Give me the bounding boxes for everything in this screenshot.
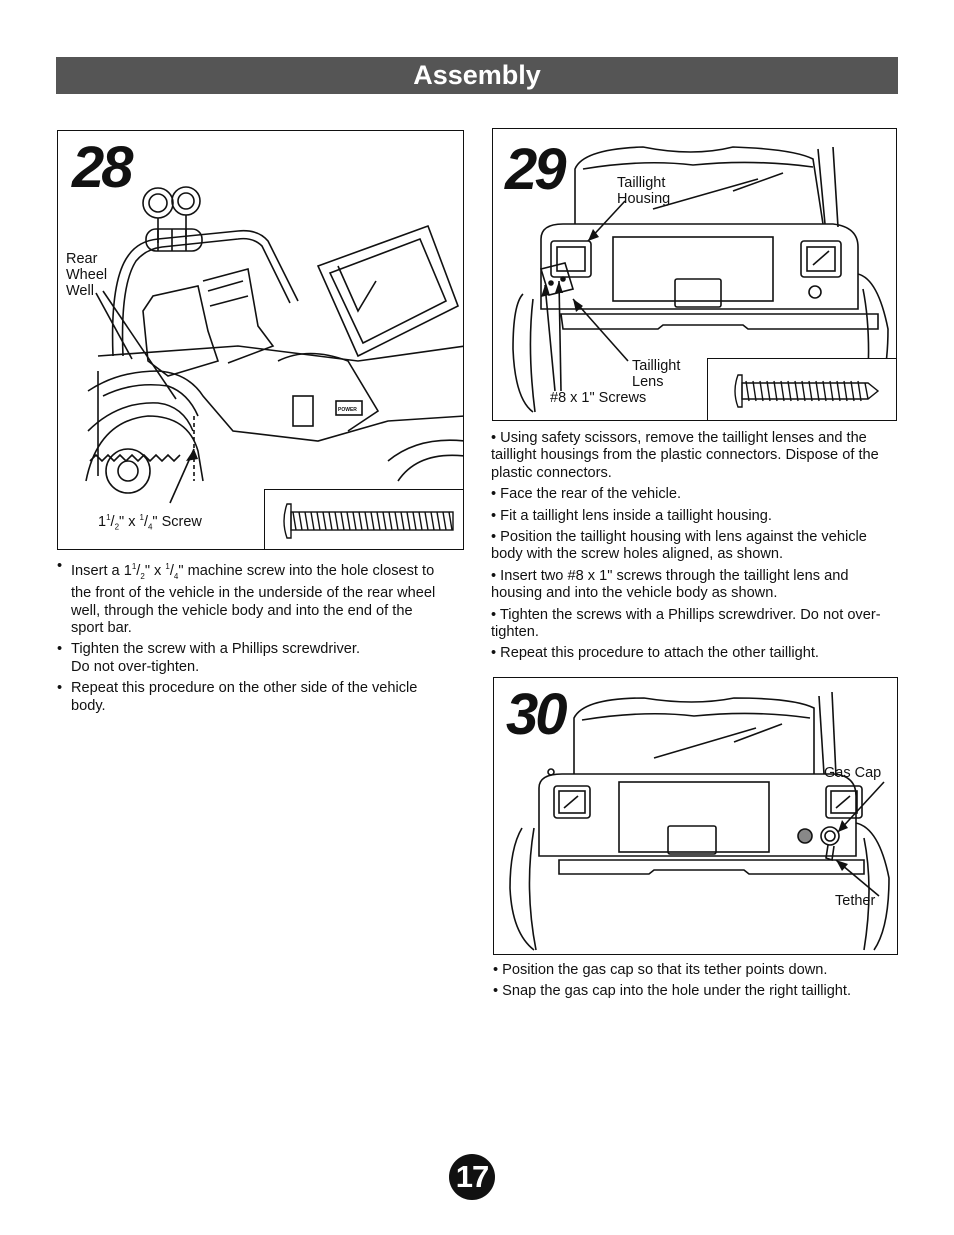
step-28-instruction: •Tighten the screw with a Phillips screw… <box>57 641 361 675</box>
step-30-instruction: • Snap the gas cap into the hole under t… <box>493 983 852 1000</box>
step-30-illustration <box>509 691 890 951</box>
machine-screw-icon <box>283 503 454 539</box>
taillight-lens-line-1: Taillight <box>632 358 681 374</box>
step-28-illustration: POWER <box>85 186 463 504</box>
taillight-housing-label: Taillight Housing <box>617 175 670 207</box>
screw-size-label: 11/2" x 1/4" Screw <box>98 513 202 532</box>
step-29-instruction: • Using safety scissors, remove the tail… <box>491 430 879 481</box>
step-29-instruction: • Tighten the screws with a Phillips scr… <box>491 606 881 641</box>
step-29-instruction: • Position the taillight housing with le… <box>491 529 867 563</box>
step-29-instruction: • Repeat this procedure to attach the ot… <box>491 645 819 662</box>
page-number: 17 <box>449 1154 495 1200</box>
gas-cap-label: Gas Cap <box>824 765 882 781</box>
step-29-instruction: • Insert two #8 x 1" screws through the … <box>491 567 849 602</box>
screw-29-inset <box>707 358 896 420</box>
step-29-instruction: • Fit a taillight lens inside a tailligh… <box>491 507 772 524</box>
step-28-instruction: •Repeat this procedure on the other side… <box>57 680 418 714</box>
step-29-instruction: • Face the rear of the vehicle. <box>491 486 682 503</box>
step-30-number: 30 <box>506 682 567 747</box>
screw-28-inset <box>264 489 463 549</box>
step-29-instructions: • Using safety scissors, remove the tail… <box>491 430 901 667</box>
step-28-panel: 28 POWER <box>57 130 464 550</box>
tether-label: Tether <box>835 893 876 909</box>
rear-wheel-well-line-3: Well <box>66 283 94 299</box>
taillight-housing-line-1: Taillight <box>617 175 666 191</box>
section-title: Assembly <box>413 60 541 90</box>
taillight-housing-line-2: Housing <box>617 191 671 207</box>
rear-wheel-well-line-1: Rear <box>66 251 98 267</box>
rear-wheel-well-label: Rear Wheel Well <box>66 251 107 299</box>
taillight-lens-line-2: Lens <box>632 374 664 390</box>
svg-text:POWER: POWER <box>338 407 357 413</box>
step-30-instruction: • Position the gas cap so that its tethe… <box>493 962 828 978</box>
step-30-panel: 30 Gas Cap Tether <box>493 677 898 955</box>
step-28-instructions: •Insert a 11/2" x 1/4" machine screw int… <box>57 558 447 719</box>
step-29-number: 29 <box>505 137 566 202</box>
step-30-instructions: • Position the gas cap so that its tethe… <box>493 962 893 1005</box>
step-29-panel: 29 Tail <box>492 128 897 421</box>
step-28-instruction: •Insert a 11/2" x 1/4" machine screw int… <box>57 558 436 636</box>
section-header: Assembly <box>56 57 898 94</box>
rear-wheel-well-line-2: Wheel <box>66 267 108 283</box>
screws-label: #8 x 1" Screws <box>550 390 647 406</box>
taillight-lens-label: Taillight Lens <box>632 358 680 390</box>
wood-screw-icon <box>734 374 880 408</box>
step-28-number: 28 <box>72 135 133 200</box>
